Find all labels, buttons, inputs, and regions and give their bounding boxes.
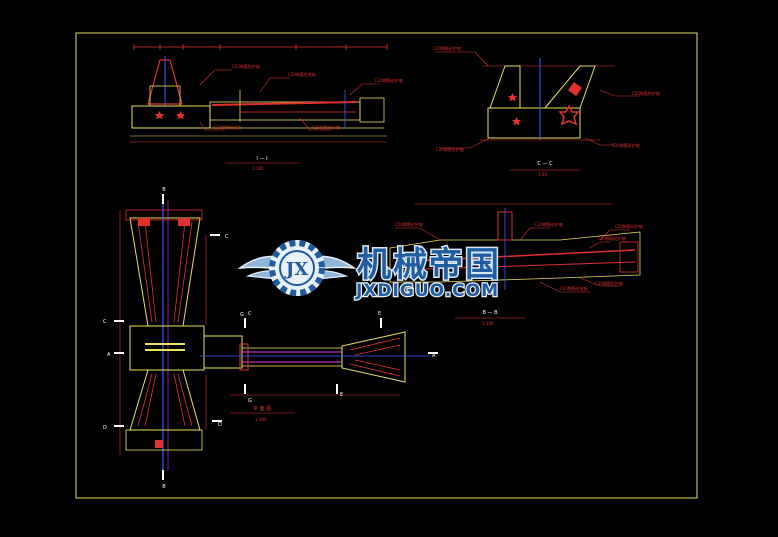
callout-text: C20钢筋砼护坡 xyxy=(375,77,403,83)
cut-mark: B xyxy=(162,484,166,490)
scale-top-left: 1:100 xyxy=(252,166,264,171)
cut-mark: B xyxy=(162,187,166,193)
callout-text: C20钢筋砼护坡 xyxy=(312,124,340,130)
emblem-text: JX xyxy=(284,259,309,280)
cut-mark: C xyxy=(248,311,252,317)
callout-text: C20钢筋砼护坡 xyxy=(436,146,464,152)
callout-text: C20钢筋砼底板 xyxy=(560,285,588,291)
watermark-logo: JX 机械帝国 JXDIGUO.COM xyxy=(237,240,501,302)
callout-text: C20钢筋砼底板 xyxy=(288,71,316,77)
cut-mark: A xyxy=(432,353,436,359)
cut-mark: D xyxy=(218,422,222,428)
scale-plan: 1:100 xyxy=(255,417,267,422)
callout-text: C20钢筋砼护坡 xyxy=(615,223,643,229)
callout-text: C20钢筋砼护坡 xyxy=(595,280,623,286)
callout-text: C20钢筋砼护坡 xyxy=(535,221,563,227)
watermark-cn: 机械帝国 xyxy=(357,245,501,285)
winged-gear-icon: JX xyxy=(237,240,357,296)
cut-mark: E xyxy=(340,392,343,398)
callout-text: C20钢筋砼护坡 xyxy=(598,235,626,241)
section-title-middle-right: B — B xyxy=(482,310,498,316)
scale-top-right: 1:50 xyxy=(538,172,547,177)
callout-text: C20钢筋砼护坡 xyxy=(612,142,640,148)
callout-text: C20钢筋砼护坡 xyxy=(232,63,260,69)
view-plan: B B C C C A A D D E E G G 平 面 图 1:100 xyxy=(103,187,438,490)
cut-mark: D xyxy=(103,425,107,431)
cut-mark: E xyxy=(378,311,381,317)
cut-mark: C xyxy=(103,319,107,325)
callout-text: C20钢筋砼护坡 xyxy=(395,221,423,227)
section-title-top-right: C — C xyxy=(537,161,553,167)
cut-mark: A xyxy=(107,352,111,358)
watermark-en: JXDIGUO.COM xyxy=(355,281,499,301)
view-middle-right-section: C20钢筋砼护坡 C20钢筋砼护坡 C20钢筋砼护坡 C20钢筋砼护坡 C20钢… xyxy=(389,203,643,326)
callout-text: C20钢筋砼底板 xyxy=(214,124,242,130)
cut-mark: G xyxy=(240,312,244,318)
view-top-right-section: C20钢筋砼护坡 C20钢筋砼护坡 C20钢筋砼护坡 C20钢筋砼护坡 C — … xyxy=(433,45,660,177)
cut-mark: C xyxy=(225,234,229,240)
section-title-top-left: Ⅰ — Ⅰ xyxy=(256,156,267,162)
plan-title: 平 面 图 xyxy=(253,406,271,412)
callout-text: C20钢筋砼护坡 xyxy=(433,45,461,51)
cut-mark: G xyxy=(248,398,252,404)
scale-middle-right: 1:100 xyxy=(482,321,494,326)
view-top-left-section: C20钢筋砼护坡 C20钢筋砼底板 C20钢筋砼护坡 C20钢筋砼底板 C20钢… xyxy=(130,44,403,171)
sheet-border xyxy=(75,32,698,499)
callout-text: C20钢筋砼护坡 xyxy=(632,90,660,96)
